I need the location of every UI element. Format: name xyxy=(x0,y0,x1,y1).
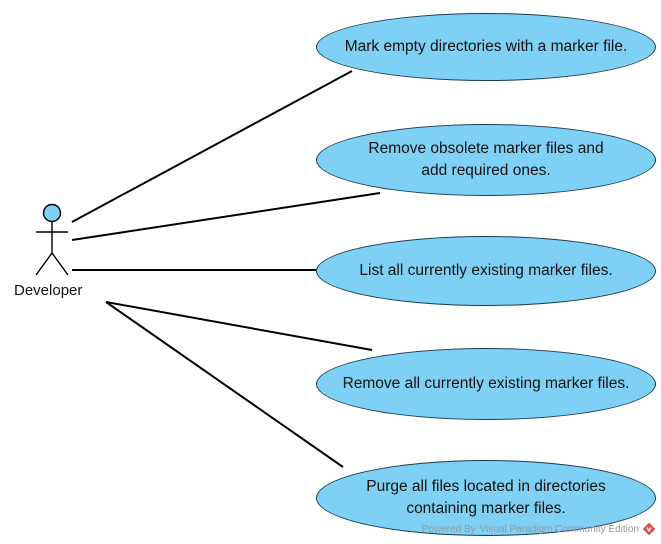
watermark-product: Visual Paradigm Community Edition xyxy=(479,523,639,535)
actor-label: Developer xyxy=(14,282,83,299)
actor-left-leg xyxy=(35,252,53,276)
actor-stick-figure[interactable] xyxy=(35,203,69,276)
use-case-label: Mark empty directories with a marker fil… xyxy=(344,38,628,55)
use-case-label: Remove all currently existing marker fil… xyxy=(342,375,630,392)
visual-paradigm-logo-icon xyxy=(643,523,655,535)
watermark: Powered By Visual Paradigm Community Edi… xyxy=(422,523,655,535)
association-line-5 xyxy=(105,301,344,468)
actor-head xyxy=(42,203,62,223)
use-case-remove-all-marker-files[interactable]: Remove all currently existing marker fil… xyxy=(316,348,656,420)
association-line-4 xyxy=(105,301,373,351)
use-case-mark-empty-directories[interactable]: Mark empty directories with a marker fil… xyxy=(316,13,656,81)
use-case-label: Purge all files located in directories c… xyxy=(366,478,606,517)
watermark-powered-by: Powered By xyxy=(421,523,476,535)
use-case-list-marker-files[interactable]: List all currently existing marker files… xyxy=(316,236,656,306)
association-line-1 xyxy=(71,70,353,223)
use-case-remove-obsolete-marker-files[interactable]: Remove obsolete marker files and add req… xyxy=(316,124,656,196)
use-case-label: List all currently existing marker files… xyxy=(359,262,613,279)
association-line-2 xyxy=(71,192,381,241)
actor-right-leg xyxy=(51,252,69,276)
use-case-purge-files[interactable]: Purge all files located in directories c… xyxy=(316,460,656,536)
use-case-label: Remove obsolete marker files and add req… xyxy=(368,140,604,179)
